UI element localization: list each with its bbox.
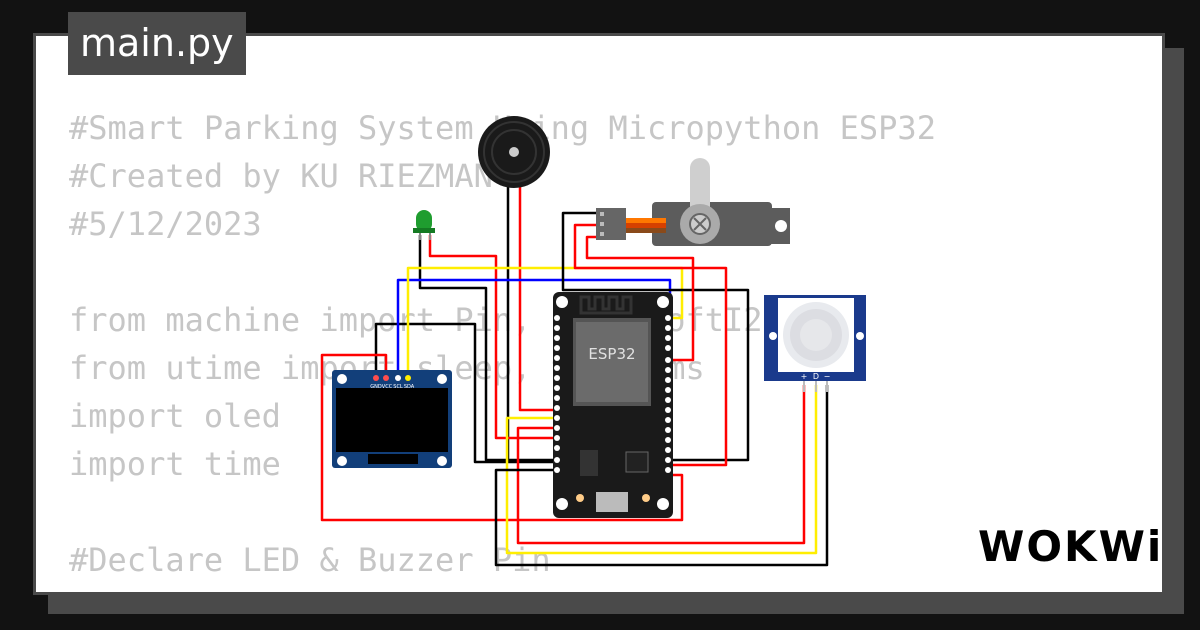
pir-pin-data: D <box>813 372 819 381</box>
code-line: #Created by KU RIEZMAN <box>69 157 493 195</box>
esp32-label: ESP32 <box>588 345 635 363</box>
pir-sensor: + D − <box>764 295 866 392</box>
code-line: #Declare LED & Buzzer Pin <box>69 541 551 579</box>
wire-oled-vcc <box>320 353 684 522</box>
code-line: #5/12/2023 <box>69 205 262 243</box>
wire-servo-signal <box>585 235 695 362</box>
pir-pin-gnd: − <box>824 372 831 381</box>
code-line: led = Pin(12, Pin.OUT) <box>69 584 936 592</box>
wire-servo-red <box>573 223 728 467</box>
wire-servo-black <box>561 211 750 462</box>
led <box>413 210 435 240</box>
esp32-pins-left <box>554 315 560 473</box>
oled-display: GND VCC SCL SDA <box>332 370 452 468</box>
wire-pir-gnd <box>494 385 829 567</box>
wokwi-logo: WOKWi <box>978 522 1164 571</box>
esp32-pins-right <box>665 315 671 473</box>
oled-pin-sda: SDA <box>404 384 415 390</box>
servo-motor <box>596 158 790 246</box>
code-line: import oled <box>69 397 281 435</box>
buzzer <box>478 116 550 188</box>
wire-pir-vcc <box>516 385 806 545</box>
file-tab[interactable]: main.py <box>68 12 246 75</box>
wire-pir-out <box>505 385 818 555</box>
wires <box>320 185 829 567</box>
oled-pin-gnd: GND <box>370 384 382 390</box>
code-editor: #Smart Parking System Using Micropython … <box>69 104 936 592</box>
code-line: import time <box>69 445 281 483</box>
code-line: #Smart Parking System Using Micropython … <box>69 109 936 147</box>
wire-buzzer-red <box>518 185 557 412</box>
pir-pin-vcc: + <box>801 372 808 381</box>
wire-led-red <box>428 235 557 440</box>
oled-pin-vcc: VCC <box>382 384 393 390</box>
wire-led-black <box>418 235 508 462</box>
esp32-board: ESP32 <box>553 292 673 518</box>
wire-oled-gnd <box>374 322 557 464</box>
oled-pin-scl: SCL <box>393 384 403 390</box>
